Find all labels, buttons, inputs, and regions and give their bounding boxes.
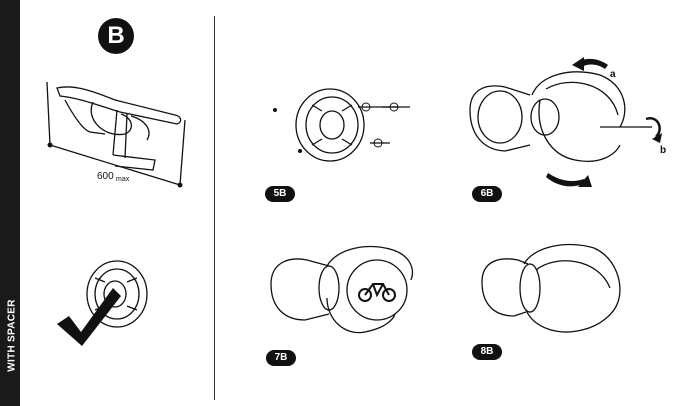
- handlebar-illustration: 600 max: [46, 81, 186, 188]
- step8-illustration: [481, 243, 621, 333]
- step-badge-5b: 5B: [265, 186, 295, 202]
- arrow-head-icon: [578, 175, 592, 187]
- step-badge-7b: 7B: [266, 350, 296, 366]
- bicycle-icon: [358, 283, 396, 302]
- measure-point-right-icon: [177, 182, 183, 188]
- sidebar-strip: WITH SPACER: [0, 0, 20, 406]
- washer-icon: [373, 138, 383, 148]
- vertical-divider: [214, 16, 215, 400]
- washer-icon: [361, 102, 371, 112]
- rotate-arrow-b-icon: [645, 117, 661, 138]
- screw-icon: [298, 149, 302, 153]
- arrow-label-a: a: [610, 69, 616, 80]
- step5-illustration: [273, 88, 410, 162]
- washer-icon: [389, 102, 399, 112]
- step7-illustration: [270, 245, 414, 334]
- step-badge-8b: 8B: [472, 344, 502, 360]
- screw-icon: [273, 108, 277, 112]
- step6-illustration: a b: [469, 57, 666, 187]
- measure-unit: max: [116, 176, 130, 183]
- variant-badge: B: [98, 18, 134, 54]
- checkmark-illustration: [57, 260, 148, 346]
- measure-value: 600: [97, 171, 114, 182]
- check-icon: [57, 288, 121, 346]
- measure-point-left-icon: [47, 142, 53, 148]
- rotate-arrow-a-icon: [580, 58, 608, 69]
- arrow-head-icon: [572, 57, 584, 71]
- step-badge-6b: 6B: [472, 186, 502, 202]
- arrow-head-icon: [652, 133, 662, 143]
- rotate-arrow-icon: [546, 173, 586, 187]
- sidebar-label: WITH SPACER: [6, 299, 18, 372]
- arrow-label-b: b: [660, 145, 666, 156]
